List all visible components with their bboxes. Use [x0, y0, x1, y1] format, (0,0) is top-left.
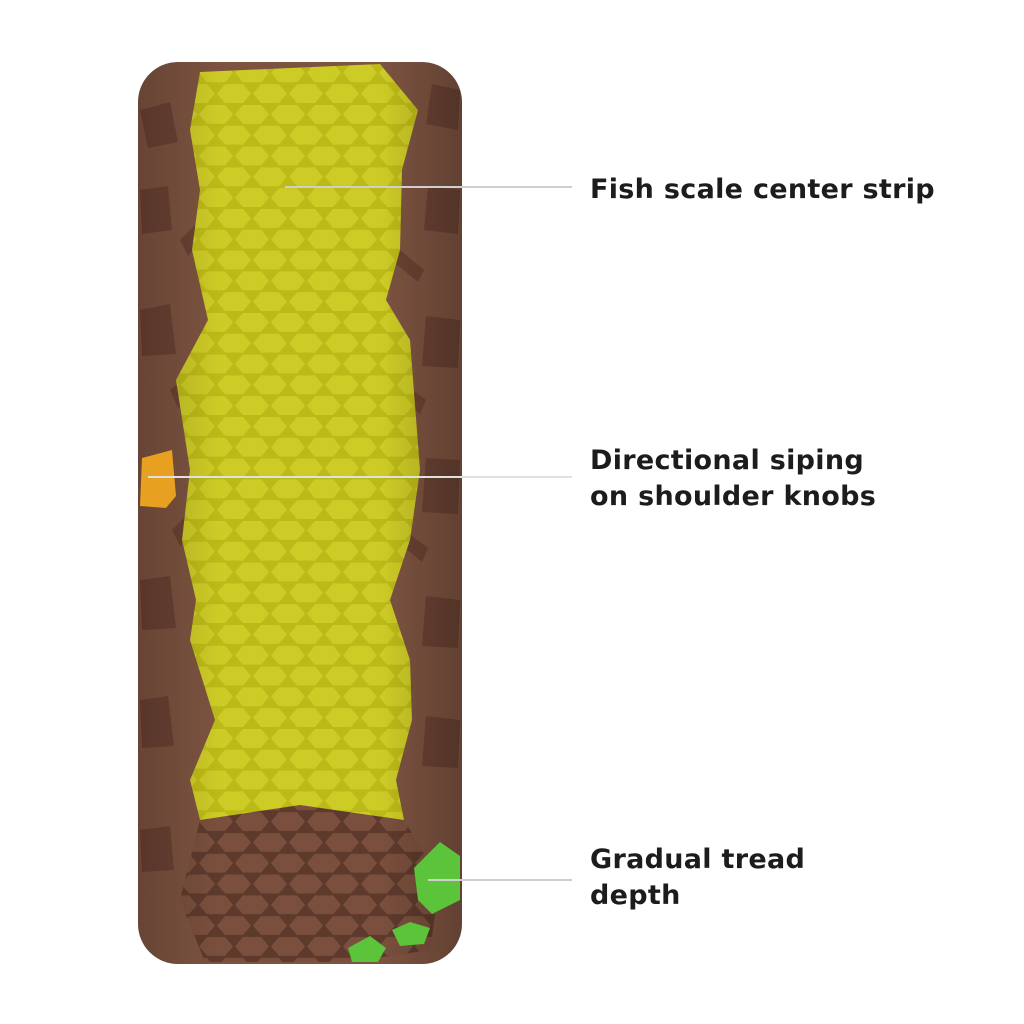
callout-text: depth: [590, 880, 681, 911]
callout-text: Gradual tread: [590, 844, 806, 875]
callout-text: on shoulder knobs: [590, 481, 877, 512]
tread-depth-highlight: [348, 842, 460, 962]
callout-text: Fish scale center strip: [590, 174, 935, 205]
shoulder-knob-highlight: [140, 450, 176, 508]
callout-tread-depth: Gradual tread depth: [590, 842, 805, 914]
tire-shading: [138, 62, 462, 964]
callout-text: Directional siping: [590, 445, 864, 476]
callout-siping: Directional siping on shoulder knobs: [590, 443, 876, 515]
callout-center-strip: Fish scale center strip: [590, 172, 935, 208]
